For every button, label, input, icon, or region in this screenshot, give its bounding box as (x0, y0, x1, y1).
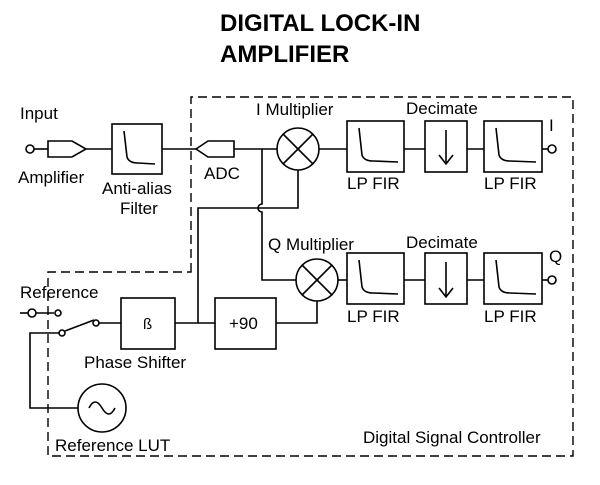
i-output-label: I (549, 116, 554, 135)
lp-fir-curve-icon (358, 127, 399, 163)
q-lp-fir-2-label: LP FIR (484, 307, 537, 326)
q-output-label: Q (549, 247, 562, 266)
input-terminal (25, 144, 35, 154)
anti-alias-label: Anti-alias (102, 179, 172, 198)
title-line-1: DIGITAL LOCK-IN (220, 10, 420, 37)
q-output-terminal (547, 275, 557, 285)
q-decimate-label: Decimate (406, 233, 478, 252)
q-lp-fir-1-block (346, 252, 405, 305)
reference-switch-arm (64, 319, 95, 332)
i-output-terminal (547, 144, 557, 154)
i-lp-fir-1-block (346, 120, 405, 173)
input-label: Input (20, 104, 58, 123)
reference-lut-label: Reference LUT (55, 436, 170, 455)
beta-symbol: ß (143, 316, 152, 333)
i-lp-fir-2-label: LP FIR (484, 174, 537, 193)
lp-fir-curve-icon (495, 127, 537, 163)
q-lp-fir-2-block (483, 252, 543, 305)
q-lp-fir-1-label: LP FIR (347, 307, 400, 326)
plus90-label: +90 (229, 314, 258, 333)
amplifier-symbol (47, 140, 88, 158)
sine-wave-icon (88, 401, 116, 415)
switch-contact-lower (58, 329, 66, 337)
anti-alias-filter-block (111, 123, 163, 175)
title-line-2: AMPLIFIER (220, 41, 349, 68)
lp-fir-curve-icon (495, 259, 537, 295)
reference-terminal (27, 308, 37, 318)
amplifier-label: Amplifier (18, 168, 84, 187)
switch-contact-upper (54, 309, 62, 317)
adc-symbol (194, 140, 235, 158)
phase-shifter-label: Phase Shifter (84, 353, 186, 372)
switch-pivot (92, 319, 100, 327)
lp-fir-curve-icon (358, 259, 399, 295)
i-lp-fir-1-label: LP FIR (347, 174, 400, 193)
i-lp-fir-2-block (483, 120, 543, 173)
adc-label: ADC (204, 164, 240, 183)
dsc-boundary (47, 96, 574, 457)
filter-curve-icon (123, 130, 156, 165)
dsc-label: Digital Signal Controller (363, 428, 541, 447)
q-multiplier-label: Q Multiplier (268, 235, 354, 254)
i-decimate-label: Decimate (406, 99, 478, 118)
reference-label: Reference (20, 283, 98, 302)
i-multiplier-label: I Multiplier (256, 100, 334, 119)
phase-shifter-block (120, 297, 176, 350)
filter-label: Filter (120, 199, 158, 218)
